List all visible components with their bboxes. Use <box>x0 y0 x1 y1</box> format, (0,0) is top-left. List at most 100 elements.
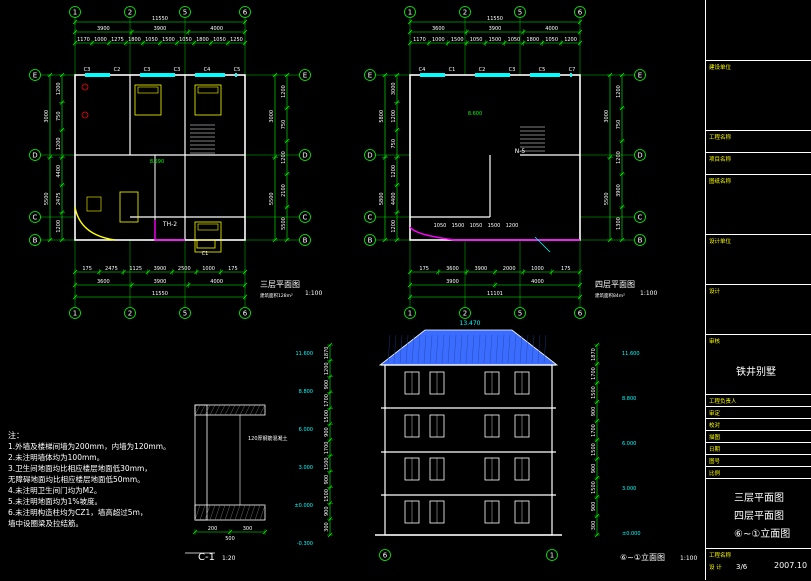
axis-bubble: C <box>33 214 38 222</box>
dim-label: 1800 <box>526 37 539 43</box>
axis-bubble-circle <box>299 69 311 81</box>
level-label: 6.000 <box>299 427 313 433</box>
dim-label: 3900 <box>154 279 167 285</box>
hatch <box>194 404 201 416</box>
detail-note: 120厚钢筋混凝土 <box>248 435 288 442</box>
note-line: 6.未注明构造柱均为CZ1，墙高超过5m， <box>8 508 148 517</box>
dim-label: 4400 <box>56 165 62 178</box>
axis-bubble: E <box>33 72 37 80</box>
axis-bubble-circle <box>124 307 136 319</box>
tb-row: 校对 <box>706 418 811 431</box>
axis-bubble-circle <box>514 6 526 18</box>
dim-label: 3600 <box>432 26 445 32</box>
hatch <box>259 404 266 416</box>
window-label: C4 <box>204 67 211 73</box>
window <box>570 73 572 77</box>
dim-label: 4400 <box>391 192 397 205</box>
tb-row-drawing: 图纸名称 <box>706 174 811 235</box>
note-line: 4.未注明卫生间门均为M2。 <box>8 486 102 495</box>
elevation-scale: 1:100 <box>680 555 697 562</box>
dim-label: 1500 <box>489 37 502 43</box>
axis-bubble-circle <box>299 149 311 161</box>
roof-tile <box>531 334 535 364</box>
dim-label: 300 <box>591 521 597 531</box>
dim-label: 1200 <box>506 223 519 229</box>
axis-bubble: 6 <box>243 310 248 318</box>
dim-label: 2100 <box>281 184 287 197</box>
roof-tile <box>399 334 403 364</box>
tag-label: TH-2 <box>162 221 177 228</box>
window-label: C3 <box>509 67 516 73</box>
dim-label: 1700 <box>591 367 597 380</box>
arrow-line <box>534 236 551 253</box>
dim-label: 1800 <box>196 37 209 43</box>
axis-bubble-circle <box>546 549 558 561</box>
axis-bubble: 1 <box>73 9 77 17</box>
note-line: 无障碍地面均比相应楼层地面低50mm。 <box>8 475 145 484</box>
dim-label: 1200 <box>56 137 62 150</box>
tb-row: 审定 <box>706 406 811 419</box>
table-icon <box>119 191 139 223</box>
dim-label: 1200 <box>564 37 577 43</box>
notes-heading: 注： <box>8 431 24 440</box>
axis-bubble-circle <box>69 6 81 18</box>
plan-area: 建筑面积84m² <box>595 292 625 299</box>
dim-label: 300 <box>324 522 330 532</box>
dim-label: 2475 <box>56 192 62 205</box>
window-label: C3 <box>174 67 181 73</box>
plan-scale: 1:100 <box>305 290 322 297</box>
note-line: 5.未注明地面均为1%坡度。 <box>8 497 103 506</box>
roof-tile <box>537 334 541 364</box>
dim-label: 1050 <box>434 223 447 229</box>
axis-bubble: D <box>367 152 372 160</box>
axis-bubble: D <box>302 152 307 160</box>
dim-label: 1500 <box>488 223 501 229</box>
roof-tile <box>405 334 409 364</box>
axis-bubble: 2 <box>128 9 132 17</box>
dim-label: 3900 <box>154 26 167 32</box>
tb-row: 工程负责人 <box>706 394 811 407</box>
dim-label: 1050 <box>470 223 483 229</box>
hatch <box>229 404 236 416</box>
roof-tile <box>477 334 481 364</box>
toilet-icon <box>81 111 89 119</box>
pillow-icon <box>197 86 219 94</box>
dim-label: 1050 <box>508 37 521 43</box>
hatch <box>219 404 226 416</box>
hatch <box>239 504 246 521</box>
axis-bubble-circle <box>634 211 646 223</box>
dim-label: 1200 <box>616 85 622 98</box>
dim-label: 200 <box>208 526 218 532</box>
sheet-title: 三层平面图 <box>734 493 784 504</box>
detail-scale: 1:20 <box>222 555 236 562</box>
dim-label: 1500 <box>591 481 597 494</box>
axis-bubble-circle <box>459 307 471 319</box>
dim-label: 1200 <box>56 220 62 233</box>
door-swing-icon <box>81 83 89 91</box>
outer-wall <box>74 74 246 241</box>
axis-bubble-circle <box>574 307 586 319</box>
bed-icon <box>194 84 222 116</box>
axis-bubble: 6 <box>578 310 583 318</box>
dim-label: 1170 <box>77 37 90 43</box>
dim-label: 1050 <box>179 37 192 43</box>
window <box>530 73 560 77</box>
title-block: 建设单位 工程名称 项目名称 图纸名称 设计单位 设计 审核 铁井别墅 工程负责… <box>705 0 811 580</box>
plan-scale: 1:100 <box>640 290 657 297</box>
hatch <box>224 504 231 521</box>
axis-bubble-circle <box>364 69 376 81</box>
axis-bubble: 5 <box>183 310 187 318</box>
level-label: -0.300 <box>297 541 313 547</box>
note-line: 1.外墙及楼梯间墙为200mm，内墙为120mm。 <box>8 442 171 451</box>
roof-tile <box>507 334 511 364</box>
axis-bubble: 6 <box>383 552 388 560</box>
dim-label: 11550 <box>152 16 168 22</box>
dim-label: 1050 <box>545 37 558 43</box>
tb-row-project: 工程名称 <box>706 130 811 153</box>
tb-row-design: 设计 <box>706 284 811 335</box>
axis-bubble-circle <box>459 6 471 18</box>
sheet-title: 四层平面图 <box>734 511 784 522</box>
project-name: 铁井别墅 <box>736 367 776 378</box>
